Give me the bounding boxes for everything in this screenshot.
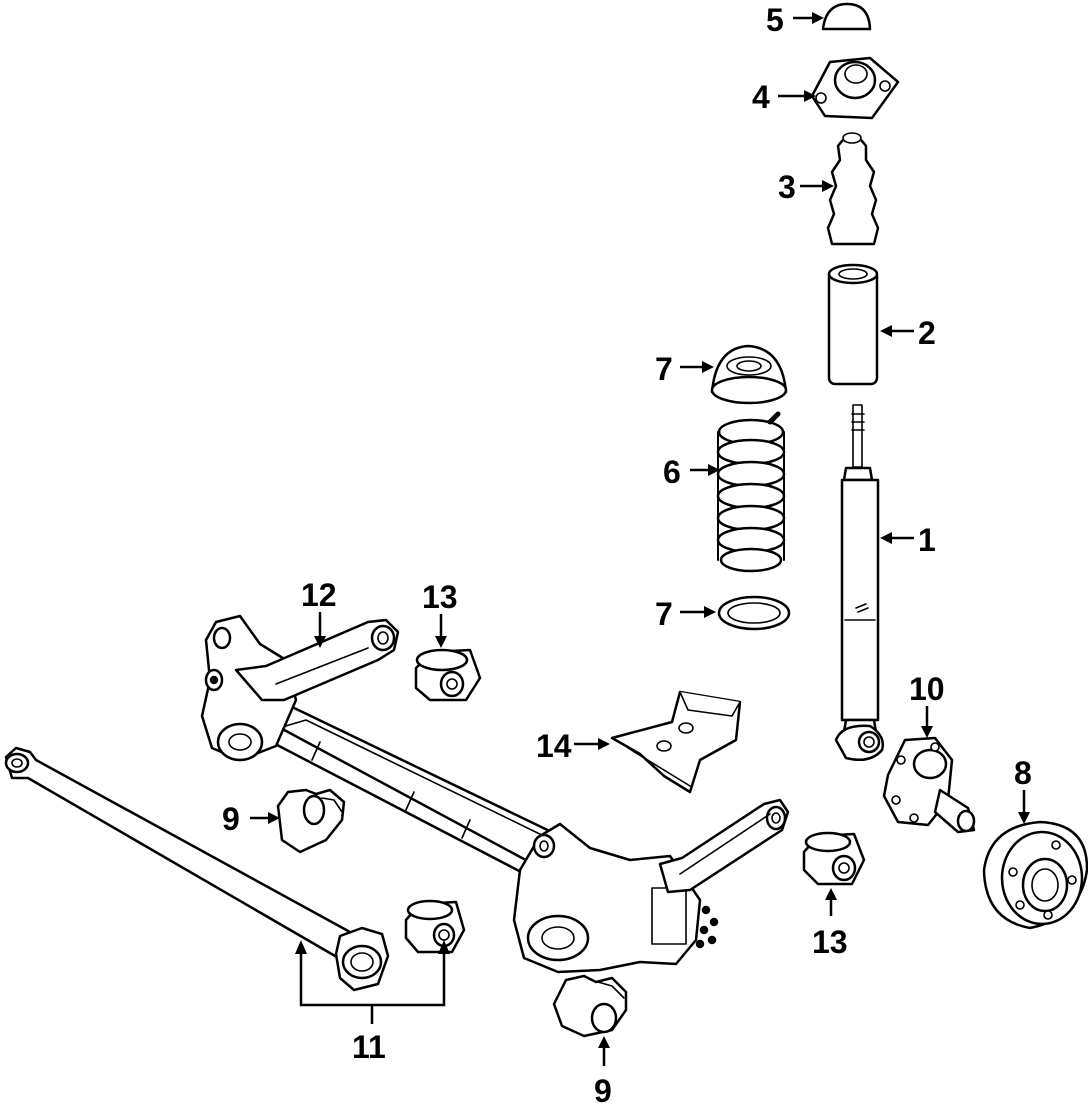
callout-13-lower: 13 — [812, 924, 848, 960]
callout-6: 6 — [663, 454, 681, 490]
part-spindle — [882, 736, 976, 834]
part-bushing-upper — [414, 648, 482, 702]
part-shock-absorber — [834, 404, 884, 761]
part-clamp-upper — [276, 788, 346, 854]
part-rear-axle-beam — [200, 614, 790, 974]
callout-2: 2 — [918, 315, 936, 351]
callout-4: 4 — [752, 79, 770, 115]
callout-3: 3 — [778, 169, 796, 205]
part-upper-spring-seat — [710, 344, 788, 405]
part-lower-spring-pad — [717, 595, 791, 631]
callout-10: 10 — [909, 671, 945, 707]
callout-12: 12 — [301, 577, 337, 613]
callout-5: 5 — [766, 2, 784, 38]
callout-leaders — [250, 12, 1030, 1066]
part-bushing-lower — [802, 831, 866, 886]
callout-9-lower: 9 — [594, 1073, 612, 1109]
callout-7-lower: 7 — [655, 596, 673, 632]
callout-9-upper: 9 — [222, 801, 240, 837]
part-dust-boot — [827, 263, 879, 386]
part-dust-cap — [821, 2, 872, 31]
part-trailing-arm — [4, 746, 390, 992]
callout-8: 8 — [1014, 755, 1032, 791]
callout-13-upper: 13 — [422, 579, 458, 615]
callout-1: 1 — [918, 522, 936, 558]
part-trailing-arm-bushing — [404, 899, 466, 954]
callout-11: 11 — [352, 1029, 386, 1065]
callout-14: 14 — [536, 728, 572, 764]
part-clamp-lower — [552, 974, 628, 1038]
part-bump-stop — [826, 132, 880, 246]
callout-labels: 5 4 3 2 7 6 1 7 12 13 14 10 8 9 13 11 9 — [222, 2, 1032, 1109]
part-wheel-hub — [982, 820, 1088, 930]
part-mounting-bracket — [610, 690, 742, 794]
part-coil-spring — [716, 411, 786, 573]
callout-7-upper: 7 — [655, 351, 673, 387]
part-strut-mount — [810, 56, 900, 120]
